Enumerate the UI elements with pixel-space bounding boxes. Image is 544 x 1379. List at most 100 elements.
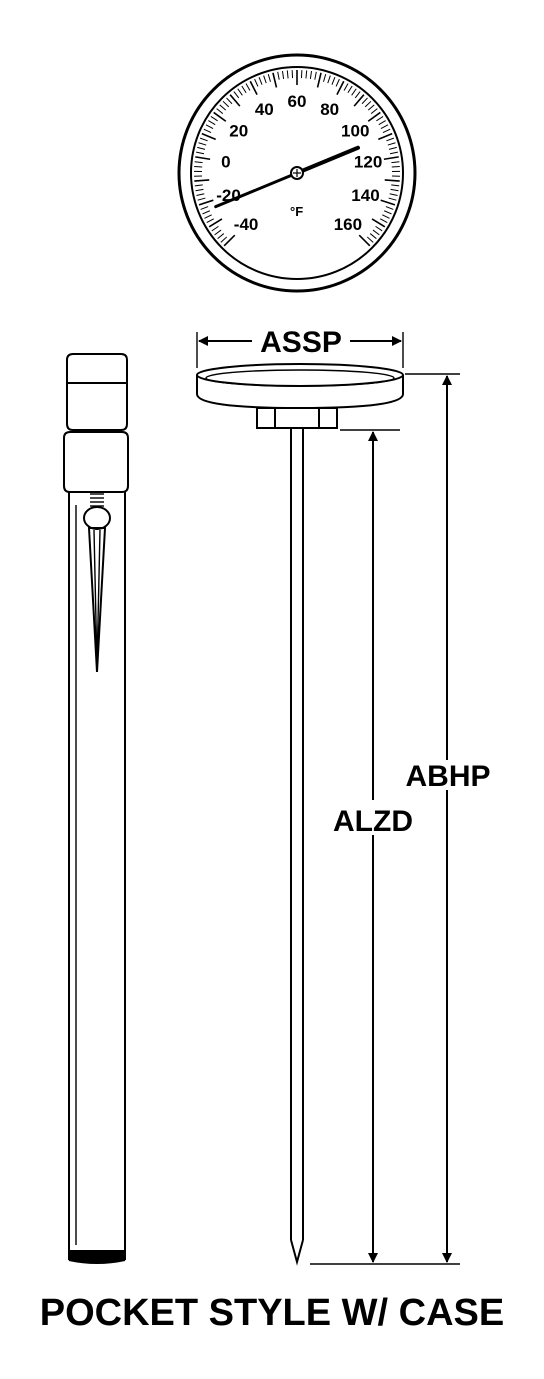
dial-scale-label: 40: [255, 100, 274, 119]
dial-needle: [295, 145, 360, 175]
dial-tick: [267, 73, 271, 82]
dial-tick: [202, 210, 211, 215]
dial-tick: [335, 78, 340, 87]
dial-tick: [219, 104, 227, 111]
dial-scale-label: 80: [320, 100, 339, 119]
dial-tick: [233, 91, 240, 99]
dial-tick: [377, 132, 393, 141]
dimension-stem-length: ALZD: [333, 429, 413, 1263]
dial-scale-label: 140: [351, 186, 379, 205]
dial-tick: [388, 197, 397, 201]
dial-tick: [384, 179, 400, 182]
dial-tick: [195, 188, 204, 192]
dial-tick: [226, 97, 233, 105]
dial-tick: [245, 83, 251, 91]
dial-tick: [272, 72, 278, 88]
dial-needle-tail: [214, 171, 299, 209]
dial-tick: [286, 70, 289, 79]
dial-tick: [197, 146, 206, 150]
dial-tick: [380, 199, 396, 206]
dial-tick: [277, 71, 280, 80]
dial-tick: [263, 75, 267, 84]
dial-tick: [383, 156, 399, 161]
dial-scale-label: 160: [334, 215, 362, 234]
dial-tick: [211, 225, 219, 232]
dial-scale-label: 0: [221, 153, 230, 172]
dial-tick: [208, 218, 223, 228]
dial-tick: [249, 80, 258, 95]
dial-scale-label: 20: [229, 122, 248, 141]
dial-tick: [383, 210, 392, 215]
dial-scale-label: 60: [288, 92, 307, 111]
dial-tick: [323, 73, 327, 82]
dial-tick: [213, 111, 227, 122]
dial-tick: [361, 97, 368, 105]
dial-tick: [387, 142, 396, 146]
dial-tick: [305, 70, 308, 79]
dial-tick: [214, 229, 222, 236]
dial-tick: [347, 85, 353, 94]
dial-scale-label: -20: [216, 186, 241, 205]
dial-tick: [198, 199, 214, 206]
dial-tick: [375, 225, 383, 232]
dial-tick: [196, 151, 205, 155]
dial-tick: [388, 146, 397, 150]
dial-tick: [366, 236, 374, 243]
dial-tick: [220, 236, 228, 243]
dial-tick-marks: [194, 70, 400, 247]
dial-tick: [194, 184, 203, 187]
dial-tick: [258, 77, 263, 85]
dial-tick: [217, 233, 225, 240]
dial-tick: [331, 77, 336, 85]
dial-tick: [371, 218, 386, 228]
dial-tick: [367, 111, 381, 122]
dial-tick: [204, 214, 212, 219]
dial-tick: [390, 188, 399, 192]
dial-tick: [205, 124, 214, 129]
dial-tick: [194, 166, 203, 168]
dial-tick: [358, 234, 371, 247]
dial-tick: [376, 116, 384, 122]
dial-tick: [200, 206, 209, 210]
dial-tick: [201, 132, 217, 141]
dial-scale-label: 120: [354, 153, 382, 172]
dial-tick: [378, 120, 386, 126]
dial-tick: [203, 128, 212, 134]
dial-tick: [391, 166, 400, 168]
dial-tick: [391, 161, 400, 164]
dial-tick: [389, 193, 398, 196]
dimension-label-dial-diameter: ASSP: [260, 326, 342, 359]
dial-tick: [241, 85, 247, 94]
dial-tick: [327, 75, 331, 84]
dial-tick: [229, 94, 241, 107]
diagram-caption: POCKET STYLE W/ CASE: [40, 1292, 504, 1334]
dial-tick: [382, 214, 390, 219]
dial-tick: [372, 229, 380, 236]
dial-tick: [208, 120, 216, 126]
dial-tick: [216, 108, 224, 114]
dial-tick: [380, 124, 389, 129]
dial-tick: [223, 234, 236, 247]
dial-tick: [382, 128, 391, 134]
dial-tick: [369, 233, 377, 240]
dial-tick: [385, 206, 394, 210]
dial-tick: [281, 70, 285, 80]
dial-tick: [309, 70, 313, 80]
dimension-label-overall-length: ABHP: [405, 760, 490, 793]
dimension-dial-diameter: ASSP: [196, 326, 404, 368]
dial-tick: [354, 91, 361, 99]
dial-tick: [316, 72, 322, 88]
dial-tick: [237, 88, 243, 96]
dial-tick: [195, 156, 211, 161]
dial-tick: [194, 179, 210, 182]
dial-tick: [370, 108, 378, 114]
dial-tick: [389, 151, 398, 155]
dial-tick: [314, 71, 317, 80]
pocket-case: [63, 353, 129, 1264]
dial-tick: [222, 100, 230, 108]
dial-tick: [343, 83, 349, 91]
dial-tick: [206, 218, 214, 224]
dimension-label-stem-length: ALZD: [333, 805, 413, 838]
